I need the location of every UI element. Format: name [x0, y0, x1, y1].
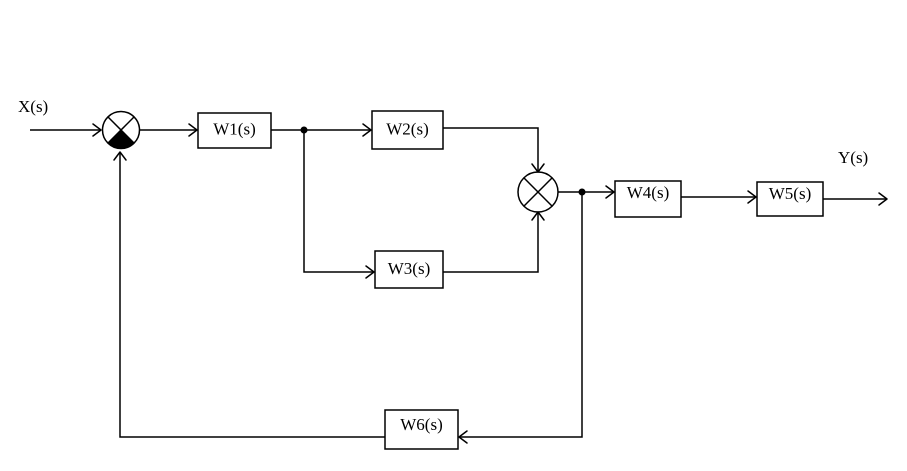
- arrowhead-w5: [747, 190, 757, 204]
- block-w3-label: W3(s): [388, 259, 430, 278]
- arrowhead-w6: [458, 430, 468, 444]
- block-w3: W3(s): [374, 250, 444, 289]
- line-branch-w3: [303, 130, 374, 273]
- line-w6-sum1: [119, 152, 385, 438]
- input-arrowhead: [92, 123, 102, 137]
- output-arrowhead: [878, 192, 888, 206]
- input-label: X(s): [18, 97, 48, 116]
- line-w3-sum2: [443, 212, 539, 273]
- block-w1-label: W1(s): [213, 119, 255, 138]
- summing-junction-1: [101, 110, 141, 150]
- negative-sector: [107, 130, 135, 149]
- line-w2-sum2: [443, 127, 539, 172]
- arrowhead-w2: [362, 123, 372, 137]
- line-feedback-w6: [459, 192, 583, 438]
- summing-junction-2: [517, 171, 559, 213]
- block-w1: W1(s): [197, 112, 272, 149]
- block-w5: W5(s): [756, 181, 824, 217]
- arrowhead-sum1-bottom: [113, 151, 127, 161]
- arrowhead-w3: [365, 265, 375, 279]
- block-w4-label: W4(s): [627, 183, 669, 202]
- output-label: Y(s): [838, 148, 868, 167]
- block-w5-label: W5(s): [769, 184, 811, 203]
- block-w2: W2(s): [371, 110, 444, 150]
- block-w6: W6(s): [384, 409, 459, 450]
- arrowhead-w1: [188, 123, 198, 137]
- block-w2-label: W2(s): [386, 119, 428, 138]
- arrowhead-w4: [605, 185, 615, 199]
- block-w6-label: W6(s): [400, 415, 442, 434]
- block-w4: W4(s): [614, 180, 682, 218]
